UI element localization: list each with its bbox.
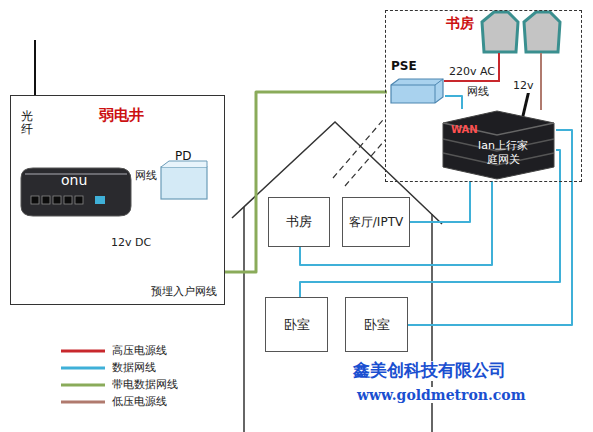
- node-label: 卧室: [284, 316, 310, 334]
- power-wire: [540, 53, 542, 110]
- legend-row: 数据网线: [60, 360, 156, 375]
- power-wire: [444, 53, 499, 81]
- cable-label: 光纤: [20, 110, 34, 136]
- legend-text: 数据网线: [112, 360, 156, 375]
- legend-swatch: [60, 346, 106, 356]
- legend-text: 带电数据网线: [112, 377, 178, 392]
- cable: [410, 181, 470, 222]
- cable-label: 网线: [134, 170, 158, 183]
- node-label: PD: [175, 149, 191, 163]
- pse-edge: [391, 79, 443, 103]
- room-box: 客厅/IPTV: [342, 197, 410, 247]
- legend-line: [61, 349, 105, 352]
- callout-line: [333, 120, 383, 178]
- house-wall: [243, 207, 245, 432]
- room-box: 卧室: [345, 297, 408, 352]
- port-label: WAN: [451, 124, 478, 135]
- cable: [445, 96, 462, 109]
- ethernet-port: [64, 196, 72, 204]
- ethernet-port: [53, 196, 61, 204]
- home-gateway: WAN lan上行家 庭网关: [441, 109, 556, 181]
- equipment-shaft: 弱电井 onu PD: [10, 95, 225, 305]
- legend-line: [61, 366, 105, 369]
- pd-box: PD: [159, 149, 209, 203]
- legend-swatch: [60, 397, 106, 407]
- company-name: 鑫美创科技有限公司: [352, 361, 507, 381]
- gateway-layer: [443, 123, 554, 135]
- node-label: onu: [61, 172, 87, 188]
- legend-swatch: [60, 380, 106, 390]
- house-roof: [232, 122, 442, 224]
- legend-line: [61, 400, 105, 403]
- ethernet-port: [31, 196, 39, 204]
- room-box: 书房: [268, 197, 330, 247]
- node-label: 书房: [446, 15, 474, 33]
- pse-box: PSE: [387, 59, 445, 105]
- legend-swatch: [60, 363, 106, 373]
- gateway-body: [443, 111, 554, 179]
- power-adapter: [482, 12, 518, 52]
- node-label: PSE: [391, 59, 417, 73]
- onu-body: [21, 168, 131, 216]
- cable-label: 网线: [466, 86, 490, 99]
- node-label: 弱电井: [99, 106, 144, 125]
- power-adapter: [524, 12, 560, 52]
- cable-label: 预埋入户网线: [150, 286, 218, 299]
- onu-device: onu: [19, 166, 133, 218]
- room-box: 卧室: [265, 297, 328, 352]
- legend-line: [61, 383, 105, 386]
- voltage-label: 12v: [512, 80, 535, 93]
- legend-row: 低压电源线: [60, 394, 167, 409]
- pse-body: [391, 79, 443, 103]
- legend-row: 带电数据网线: [60, 377, 178, 392]
- legend-text: 高压电源线: [112, 343, 167, 358]
- legend-row: 高压电源线: [60, 343, 167, 358]
- legend-text: 低压电源线: [112, 394, 167, 409]
- website-url: www.goldmetron.com: [356, 387, 527, 403]
- node-label: lan上行家 庭网关: [471, 139, 535, 168]
- ethernet-port: [42, 196, 50, 204]
- pd-body: [161, 167, 207, 199]
- callout-line: [345, 140, 385, 186]
- node-label: 书房: [286, 213, 312, 231]
- voltage-label: 220v AC: [448, 66, 496, 79]
- cable-label: 12v DC: [110, 237, 152, 250]
- node-label: 客厅/IPTV: [349, 214, 403, 231]
- ethernet-port: [75, 196, 83, 204]
- lan-port: [95, 196, 105, 204]
- node-label: 卧室: [364, 316, 390, 334]
